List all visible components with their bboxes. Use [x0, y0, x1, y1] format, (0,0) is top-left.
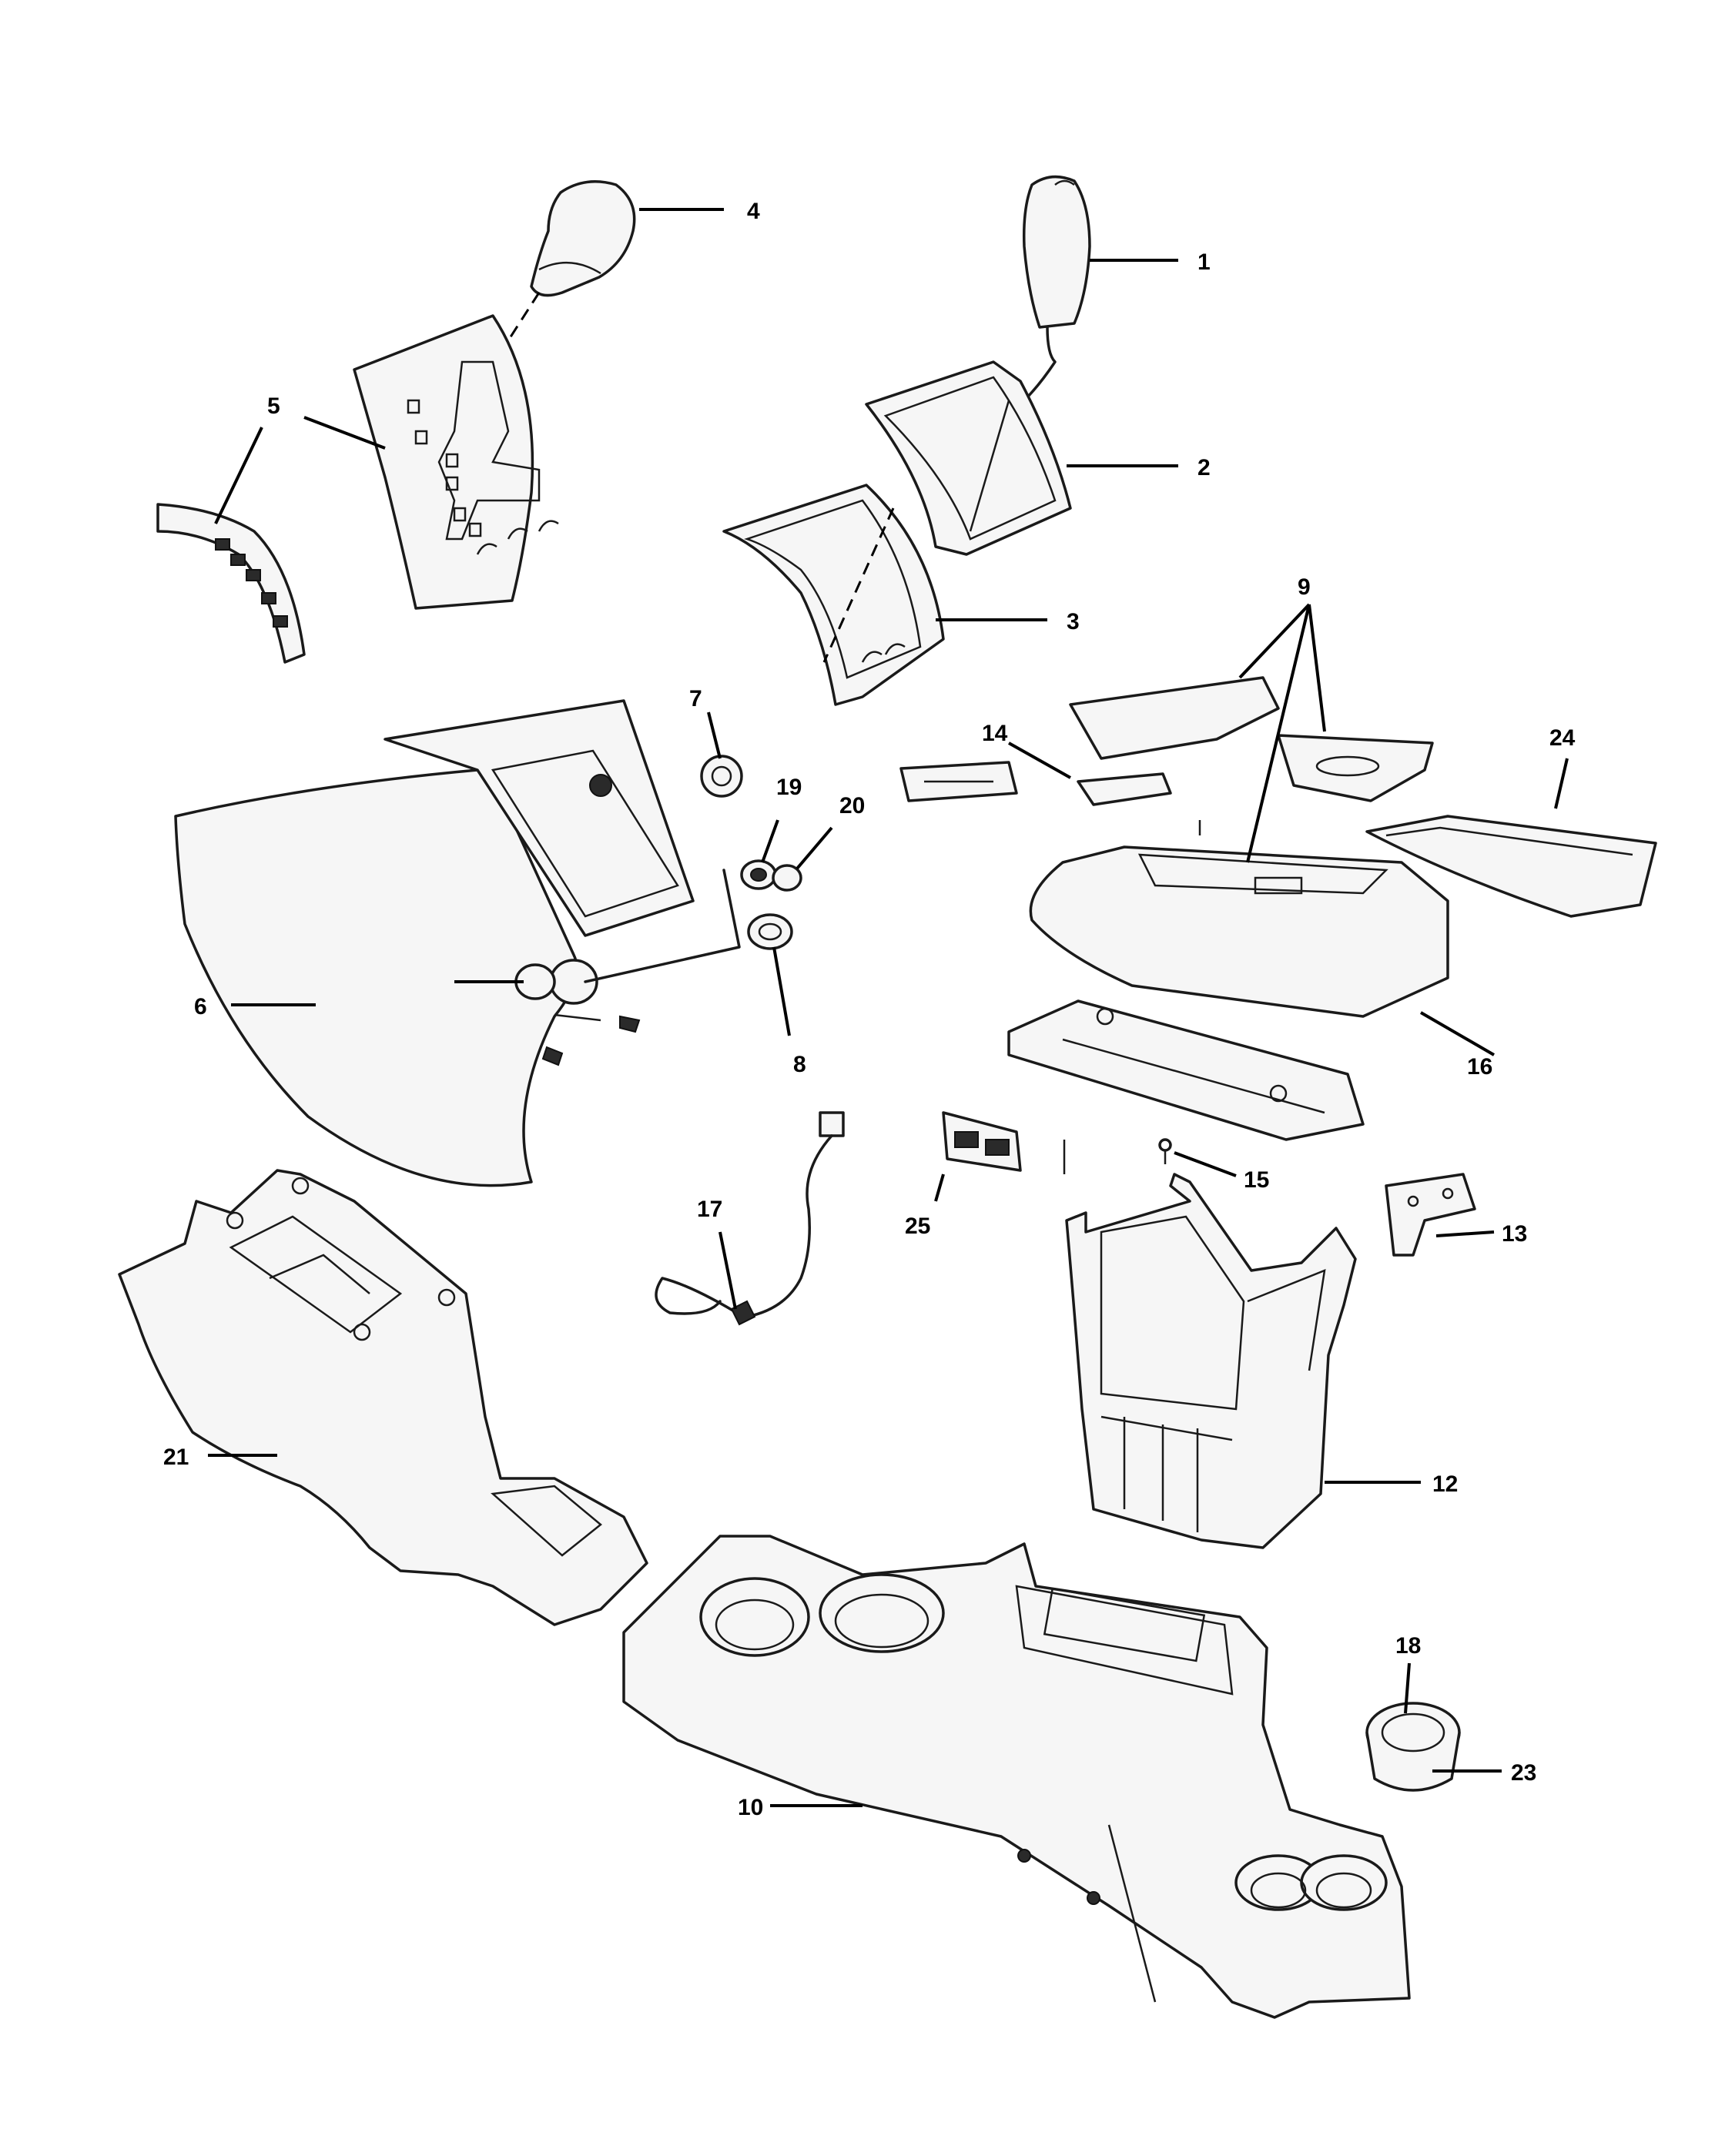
- callout-2: 2: [1197, 455, 1211, 480]
- part-24-tray: [1365, 815, 1657, 918]
- callout-25: 25: [905, 1214, 930, 1239]
- part-20-cap: [772, 864, 802, 892]
- callout-6: 6: [194, 994, 207, 1019]
- callout-16: 16: [1467, 1054, 1492, 1080]
- part-3-bezel: [722, 484, 945, 706]
- callout-8: 8: [793, 1052, 806, 1077]
- part-19-socket: [740, 859, 777, 890]
- callout-labels: 4 1 2 3 5 6 7 19 20 8 9 14 24 16 15 13 2…: [163, 199, 1576, 1820]
- callout-13: 13: [1502, 1221, 1527, 1247]
- callout-21: 21: [163, 1445, 189, 1470]
- callout-4: 4: [747, 199, 760, 224]
- callout-7: 7: [689, 686, 702, 711]
- callout-1: 1: [1197, 249, 1211, 275]
- callout-12: 12: [1432, 1471, 1458, 1497]
- part-5-shift-bezel: [353, 314, 559, 610]
- part-7-cap: [700, 755, 743, 798]
- leader-lines: [208, 208, 1569, 1807]
- part-5-indicator-strip: [156, 503, 306, 664]
- callout-19: 19: [776, 775, 802, 800]
- part-13-hinge: [1385, 1173, 1476, 1257]
- callout-24: 24: [1549, 725, 1576, 751]
- part-8-outlet: [747, 913, 793, 950]
- callout-17: 17: [697, 1197, 722, 1222]
- part-12-storage-bin: [1065, 1173, 1357, 1549]
- part-17-wire-harness: [655, 1111, 845, 1326]
- callout-18: 18: [1395, 1633, 1421, 1659]
- callout-15: 15: [1244, 1167, 1269, 1193]
- callout-23: 23: [1511, 1760, 1536, 1786]
- part-10-floor-console: [622, 1535, 1411, 2019]
- part-16-armrest-base: [1007, 999, 1365, 1141]
- part-1-shift-knob: [1022, 175, 1091, 402]
- part-14-latch: [899, 761, 1172, 806]
- callout-10: 10: [738, 1795, 763, 1820]
- callout-20: 20: [839, 793, 865, 819]
- part-6-console-housing: [174, 699, 695, 1187]
- part-18-23-cup-insert: [1365, 1702, 1461, 1792]
- callout-14: 14: [982, 721, 1008, 746]
- part-2-shift-boot: [865, 360, 1072, 556]
- part-9-armrest-upper: [1029, 676, 1449, 1018]
- callout-3: 3: [1067, 609, 1080, 634]
- callout-5: 5: [267, 393, 280, 419]
- part-15-screw: [1158, 1138, 1172, 1164]
- part-25-switch: [942, 1111, 1022, 1172]
- callout-9: 9: [1298, 574, 1311, 600]
- part-21-shifter-bracket: [118, 1169, 648, 1626]
